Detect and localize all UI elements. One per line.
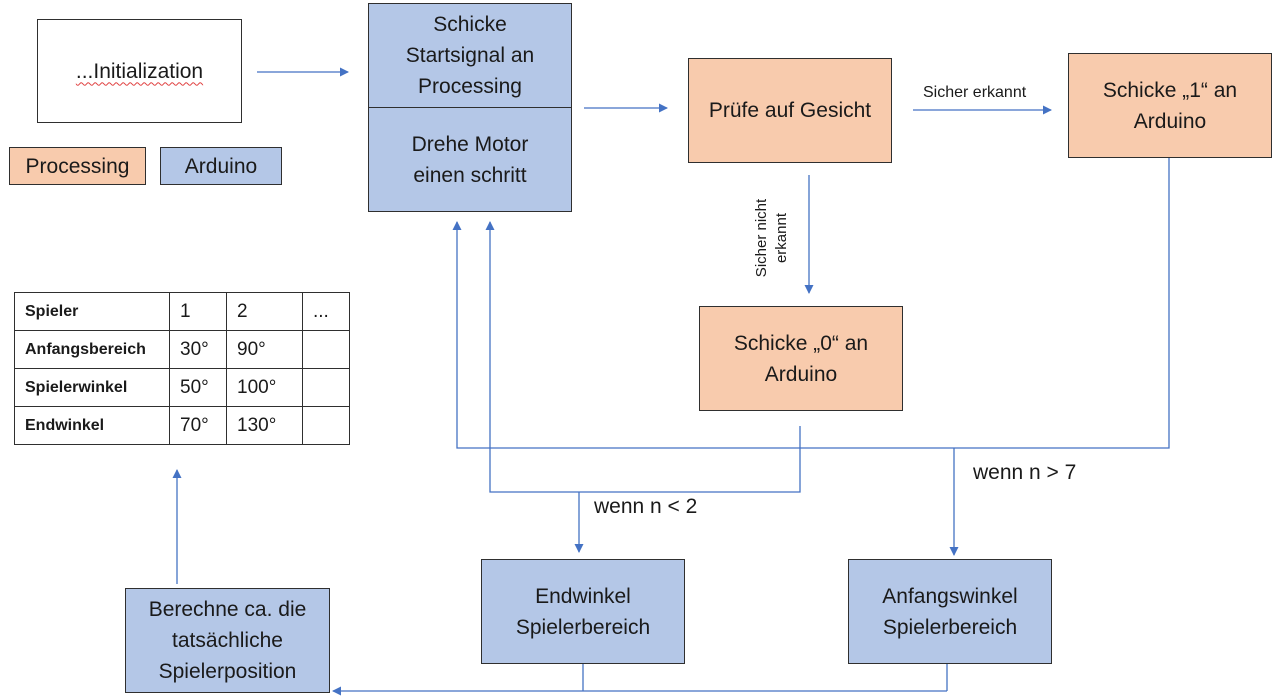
edge-label-not-detected-line-2: erkannt <box>773 212 790 264</box>
edge-label-n-greater-7: wenn n > 7 <box>973 461 1077 484</box>
send-one-line-1: Schicke „1“ an <box>1102 78 1238 102</box>
face-check-label: Prüfe auf Gesicht <box>708 99 872 122</box>
calc-position-box: Berechne ca. die tatsächliche Spielerpos… <box>125 588 330 693</box>
table-cell: Spieler <box>14 292 170 331</box>
startsignal-line-1: Schicke <box>433 13 507 36</box>
endwinkel-box: Endwinkel Spielerbereich <box>481 559 685 664</box>
calc-position-line-1: Berechne ca. die <box>148 598 307 621</box>
table-cell <box>302 406 350 445</box>
edge-label-n-less-2: wenn n < 2 <box>594 495 698 518</box>
edge-label-not-detected-line-1: Sicher nicht <box>753 198 770 278</box>
initialization-box: ...Initialization <box>37 19 242 123</box>
calc-position-line-3: Spielerposition <box>158 660 297 683</box>
startsignal-line-2: Startsignal an <box>405 44 535 67</box>
face-check-box: Prüfe auf Gesicht <box>688 58 892 163</box>
table-cell: Endwinkel <box>14 406 170 445</box>
edge-label-detected: Sicher erkannt <box>923 84 1027 101</box>
motor-step-box: Drehe Motor einen schritt <box>368 107 572 212</box>
anfangswinkel-box: Anfangswinkel Spielerbereich <box>848 559 1052 664</box>
anfangswinkel-line-1: Anfangswinkel <box>882 584 1018 608</box>
send-zero-line-1: Schicke „0“ an <box>733 331 869 355</box>
table-cell: 70° <box>169 406 227 445</box>
table-row: Anfangsbereich 30° 90° <box>14 330 350 369</box>
table-cell: 2 <box>226 292 303 331</box>
table-cell: 50° <box>169 368 227 407</box>
startsignal-box: Schicke Startsignal an Processing <box>368 3 572 108</box>
endwinkel-line-1: Endwinkel <box>535 584 631 608</box>
initialization-label: ...Initialization <box>75 59 204 83</box>
calc-position-line-2: tatsächliche <box>172 629 283 652</box>
legend-arduino: Arduino <box>160 147 282 185</box>
send-one-line-2: Arduino <box>1133 109 1207 133</box>
table-cell: 130° <box>226 406 303 445</box>
table-row: Endwinkel 70° 130° <box>14 406 350 445</box>
loop-from-send-one <box>452 158 1170 449</box>
player-angle-table: Spieler 1 2 ... Anfangsbereich 30° 90° S… <box>14 292 350 445</box>
legend-processing: Processing <box>9 147 146 185</box>
motor-step-line-2: einen schritt <box>413 163 527 187</box>
motor-step-line-1: Drehe Motor <box>411 132 529 156</box>
legend-processing-label: Processing <box>25 154 130 178</box>
table-cell: 100° <box>226 368 303 407</box>
loop-from-send-zero <box>485 221 801 493</box>
table-cell <box>302 368 350 407</box>
table-row: Spielerwinkel 50° 100° <box>14 368 350 407</box>
table-cell <box>302 330 350 369</box>
anfangswinkel-line-2: Spielerbereich <box>882 615 1018 639</box>
edge-label-not-detected: Sicher nicht erkannt <box>752 188 792 288</box>
send-zero-box: Schicke „0“ an Arduino <box>699 306 903 411</box>
legend-arduino-label: Arduino <box>184 154 258 178</box>
send-zero-line-2: Arduino <box>764 362 838 386</box>
table-cell: Spielerwinkel <box>14 368 170 407</box>
send-one-box: Schicke „1“ an Arduino <box>1068 53 1272 158</box>
startsignal-line-3: Processing <box>418 75 522 98</box>
endwinkel-line-2: Spielerbereich <box>515 615 651 639</box>
table-cell: 30° <box>169 330 227 369</box>
table-cell: Anfangsbereich <box>14 330 170 369</box>
table-row: Spieler 1 2 ... <box>14 292 350 331</box>
table-cell: 90° <box>226 330 303 369</box>
table-cell: 1 <box>169 292 227 331</box>
table-cell: ... <box>302 292 350 331</box>
